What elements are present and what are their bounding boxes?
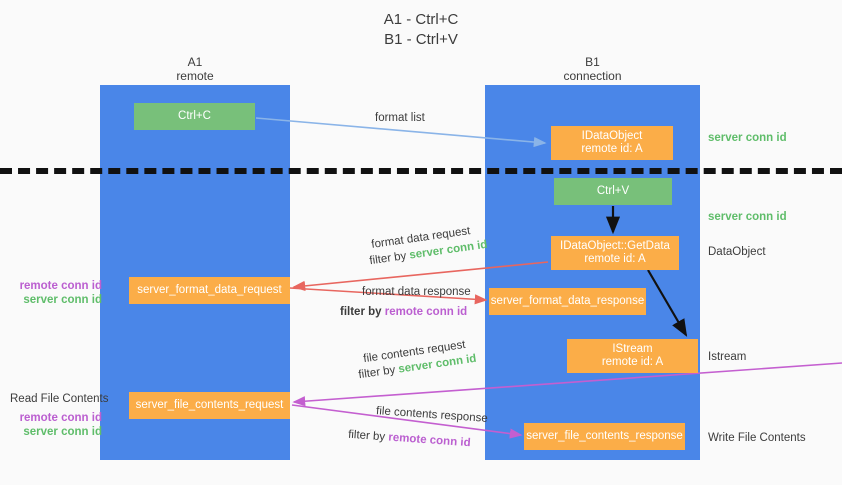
annotation-data-object: DataObject [708,246,766,258]
node-server-file-contents-response[interactable]: server_file_contents_response [524,423,685,450]
node-ctrl-v-label: Ctrl+V [596,185,630,197]
node-ctrl-c[interactable]: Ctrl+C [134,103,255,130]
node-server-file-contents-request-label: server_file_contents_request [135,399,284,411]
annotation-server-conn-id-mid: server conn id [708,211,787,223]
lane-a1-name: A1 [187,55,203,69]
filter-prefix: filter by [347,428,389,444]
node-getdata-title: IDataObject::GetData [560,240,670,252]
lane-a1-role: remote [176,69,214,83]
node-server-format-data-request[interactable]: server_format_data_request [129,277,290,304]
filter-prefix: filter by [357,363,400,382]
filter-value-remote-conn-id: remote conn id [387,431,471,450]
node-server-format-data-response-label: server_format_data_response [490,295,645,307]
node-istream-subtitle: remote id: A [601,356,664,368]
node-server-file-contents-response-label: server_file_contents_response [526,430,683,442]
node-idataobject[interactable]: IDataObject remote id: A [551,126,673,160]
edge-label-file-contents-response: file contents response [375,405,489,425]
node-server-format-data-request-label: server_format_data_request [137,284,282,296]
annotation-conn-ids-file: remote conn id server conn id [10,411,102,439]
lane-header-b1: B1 connection [485,55,700,83]
annotation-istream: Istream [708,351,747,363]
title-line-2: B1 - Ctrl+V [384,31,458,48]
filter-value-remote-conn-id: remote conn id [384,306,468,318]
filter-prefix: filter by [340,306,385,318]
node-istream-title: IStream [612,343,653,355]
annotation-server-conn-id-top: server conn id [708,132,787,144]
annotation-server-conn-id: server conn id [23,294,102,306]
node-idataobject-title: IDataObject [581,130,643,142]
node-getdata-subtitle: remote id: A [584,253,646,265]
edge-filter-format-data-response: filter by remote conn id [340,305,467,319]
lane-b1-name: B1 [585,55,600,69]
node-server-format-data-response[interactable]: server_format_data_response [489,288,646,315]
node-ctrl-v[interactable]: Ctrl+V [554,178,672,205]
node-idataobject-subtitle: remote id: A [581,143,643,155]
node-idataobject-getdata[interactable]: IDataObject::GetData remote id: A [551,236,679,270]
lane-b1-role: connection [563,69,622,83]
annotation-server-conn-id: server conn id [23,426,102,438]
node-ctrl-c-label: Ctrl+C [178,110,211,122]
node-server-file-contents-request[interactable]: server_file_contents_request [129,392,290,419]
annotation-read-file-contents: Read File Contents [10,393,109,405]
node-istream[interactable]: IStream remote id: A [567,339,698,373]
edge-label-format-list: format list [375,112,425,124]
annotation-remote-conn-id: remote conn id [19,280,102,292]
filter-prefix: filter by [368,249,411,268]
annotation-write-file-contents: Write File Contents [708,432,806,444]
edge-label-format-data-response: format data response [362,286,471,298]
annotation-conn-ids-format: remote conn id server conn id [10,279,102,307]
title-line-1: A1 - Ctrl+C [383,11,459,28]
edge-filter-file-contents-response: filter by remote conn id [348,428,471,451]
phase-divider [0,168,842,174]
annotation-remote-conn-id: remote conn id [19,412,102,424]
page-title: A1 - Ctrl+C B1 - Ctrl+V [0,10,842,50]
lane-header-a1: A1 remote [100,55,290,83]
